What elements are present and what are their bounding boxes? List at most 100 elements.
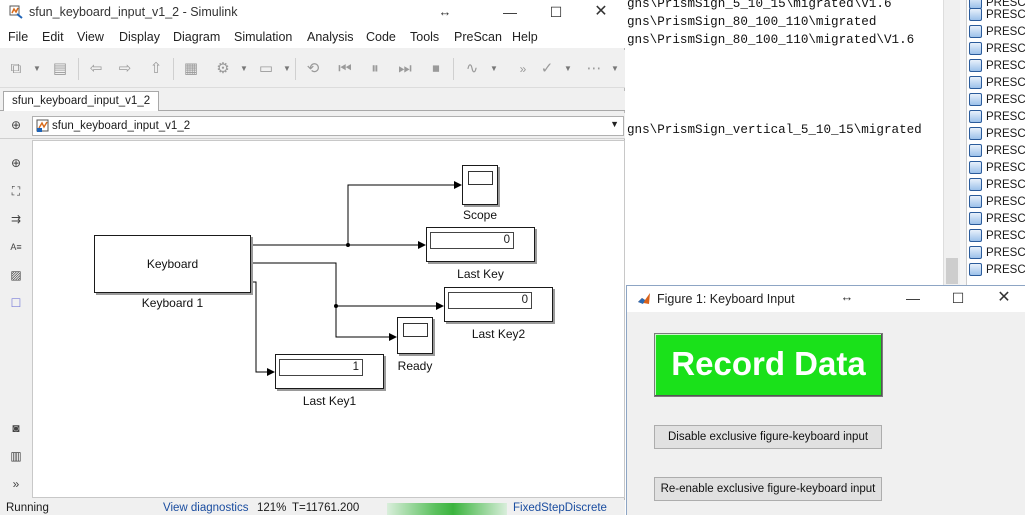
back-icon[interactable]: ⇦ xyxy=(89,60,103,77)
figure-minimize-button[interactable]: — xyxy=(906,290,920,306)
last-key1-value: 1 xyxy=(279,359,363,376)
grid-icon[interactable]: ⋯ xyxy=(586,60,602,77)
list-item[interactable]: PRESCA xyxy=(969,244,1025,261)
list-item[interactable]: PRESCA xyxy=(969,176,1025,193)
forward-icon[interactable]: ⇨ xyxy=(118,60,132,77)
menu-help[interactable]: Help xyxy=(512,30,538,44)
list-item[interactable]: PRESCA xyxy=(969,159,1025,176)
model-path-field[interactable]: sfun_keyboard_input_v1_2 ▼ xyxy=(32,116,624,136)
menu-simulation[interactable]: Simulation xyxy=(234,30,293,44)
pause-icon[interactable]: ⏸ xyxy=(371,60,379,77)
last-key1-display[interactable]: 1 xyxy=(275,354,384,389)
ready-block[interactable] xyxy=(397,317,433,354)
model-icon xyxy=(969,76,982,89)
solver-link[interactable]: FixedStepDiscrete xyxy=(513,502,607,514)
last-key2-display[interactable]: 0 xyxy=(444,287,553,322)
figure-close-button[interactable]: ✕ xyxy=(997,289,1011,306)
up-icon[interactable]: ⇧ xyxy=(149,60,163,77)
list-item[interactable]: PRESCA xyxy=(969,108,1025,125)
step-back-icon[interactable]: ⟲ xyxy=(306,60,320,77)
menu-file[interactable]: File xyxy=(8,30,29,44)
expand-chevron-icon[interactable]: » xyxy=(12,477,20,491)
console-scrollbar[interactable] xyxy=(943,0,960,290)
scope-label[interactable]: Scope xyxy=(462,208,498,222)
menu-edit[interactable]: Edit xyxy=(42,30,64,44)
minimize-button[interactable]: — xyxy=(503,4,517,20)
gear-icon[interactable]: ⚙ xyxy=(216,60,230,77)
last-key1-label[interactable]: Last Key1 xyxy=(302,394,357,408)
model-browser-icon[interactable]: ▥ xyxy=(10,449,22,463)
last-key-label[interactable]: Last Key xyxy=(457,267,504,281)
step-forward-icon[interactable]: ⏭ xyxy=(398,60,412,77)
model-explorer-icon[interactable]: ▭ xyxy=(258,60,274,77)
fit-view-icon[interactable]: ⛶ xyxy=(11,184,21,198)
list-item[interactable]: PRESCA xyxy=(969,91,1025,108)
save-icon[interactable]: ▤ xyxy=(52,60,68,77)
overflow-chevron-icon[interactable]: » xyxy=(519,62,527,76)
step-back-one-icon[interactable]: ⏮ xyxy=(338,60,352,77)
simulation-progress-bar xyxy=(387,503,507,515)
figure-maximize-button[interactable]: ☐ xyxy=(951,290,965,306)
list-item[interactable]: PRESCA xyxy=(969,74,1025,91)
chevron-down-icon[interactable]: ▼ xyxy=(611,64,619,73)
keyboard-block-label[interactable]: Keyboard 1 xyxy=(141,296,204,310)
data-inspector-icon[interactable]: ∿ xyxy=(465,60,479,77)
console-line: gns\PrismSign_80_100_110\migrated\V1.6 xyxy=(627,33,915,47)
menu-display[interactable]: Display xyxy=(119,30,160,44)
hide-browser-icon[interactable]: ⊕ xyxy=(10,118,22,132)
model-canvas[interactable]: Keyboard Keyboard 1 Scope 0 Last Key 0 L… xyxy=(32,140,625,498)
stop-icon[interactable]: ⏹ xyxy=(432,60,440,77)
resize-cursor-icon: ↔ xyxy=(840,289,854,304)
list-item[interactable]: PRESCA xyxy=(969,261,1025,278)
last-key2-label[interactable]: Last Key2 xyxy=(471,327,526,341)
chevron-down-icon[interactable]: ▼ xyxy=(33,64,41,73)
list-item[interactable]: PRESCA xyxy=(969,142,1025,159)
list-item[interactable]: PRESCA xyxy=(969,210,1025,227)
annotation-icon[interactable]: A≡ xyxy=(10,242,22,252)
image-icon[interactable]: ▨ xyxy=(10,268,22,282)
camera-icon[interactable]: ◙ xyxy=(12,421,20,435)
figure-title-bar[interactable]: Figure 1: Keyboard Input ↔ — ☐ ✕ xyxy=(627,286,1025,312)
disable-keyboard-input-button[interactable]: Disable exclusive figure-keyboard input xyxy=(654,425,882,449)
list-item[interactable]: PRESCA xyxy=(969,227,1025,244)
menu-prescan[interactable]: PreScan xyxy=(454,30,502,44)
zoom-icon[interactable]: ⊕ xyxy=(10,156,22,170)
chevron-down-icon[interactable]: ▼ xyxy=(240,64,248,73)
maximize-button[interactable]: ☐ xyxy=(549,4,563,20)
reenable-keyboard-input-button[interactable]: Re-enable exclusive figure-keyboard inpu… xyxy=(654,477,882,501)
scope-block[interactable] xyxy=(462,165,498,205)
area-icon[interactable]: ☐ xyxy=(10,296,22,310)
scrollbar-thumb[interactable] xyxy=(946,258,958,284)
keyboard-block[interactable]: Keyboard xyxy=(94,235,251,293)
library-browser-icon[interactable]: ▦ xyxy=(183,60,199,77)
arrows-icon[interactable]: ⇉ xyxy=(10,212,22,226)
menu-view[interactable]: View xyxy=(77,30,104,44)
model-icon xyxy=(969,263,982,276)
view-diagnostics-link[interactable]: View diagnostics xyxy=(163,502,249,514)
list-item[interactable]: PRESCA xyxy=(969,193,1025,210)
menu-tools[interactable]: Tools xyxy=(410,30,440,44)
list-item[interactable]: PRESCA xyxy=(969,57,1025,74)
menu-code[interactable]: Code xyxy=(366,30,396,44)
tab-model[interactable]: sfun_keyboard_input_v1_2 xyxy=(3,91,160,111)
menu-diagram[interactable]: Diagram xyxy=(173,30,221,44)
last-key-display[interactable]: 0 xyxy=(426,227,535,262)
chevron-down-icon[interactable]: ▼ xyxy=(610,119,619,129)
ready-label[interactable]: Ready xyxy=(397,359,433,373)
simulink-app-icon xyxy=(9,5,23,19)
menu-analysis[interactable]: Analysis xyxy=(307,30,354,44)
list-item[interactable]: PRESCA xyxy=(969,23,1025,40)
chevron-down-icon[interactable]: ▼ xyxy=(283,64,291,73)
list-item[interactable]: PRESCA xyxy=(969,40,1025,57)
chevron-down-icon[interactable]: ▼ xyxy=(564,64,572,73)
title-bar[interactable]: sfun_keyboard_input_v1_2 - Simulink ↔ — … xyxy=(0,0,625,26)
record-data-button[interactable]: Record Data xyxy=(654,333,883,397)
list-item[interactable]: PRESCA xyxy=(969,6,1025,23)
check-icon[interactable]: ✓ xyxy=(540,60,554,77)
close-button[interactable]: ✕ xyxy=(594,3,608,20)
model-path-text: sfun_keyboard_input_v1_2 xyxy=(52,120,191,132)
new-model-icon[interactable]: ⧉ xyxy=(10,60,22,77)
chevron-down-icon[interactable]: ▼ xyxy=(490,64,498,73)
console-line: gns\PrismSign_vertical_5_10_15\migrated xyxy=(627,123,922,137)
list-item[interactable]: PRESCA xyxy=(969,125,1025,142)
